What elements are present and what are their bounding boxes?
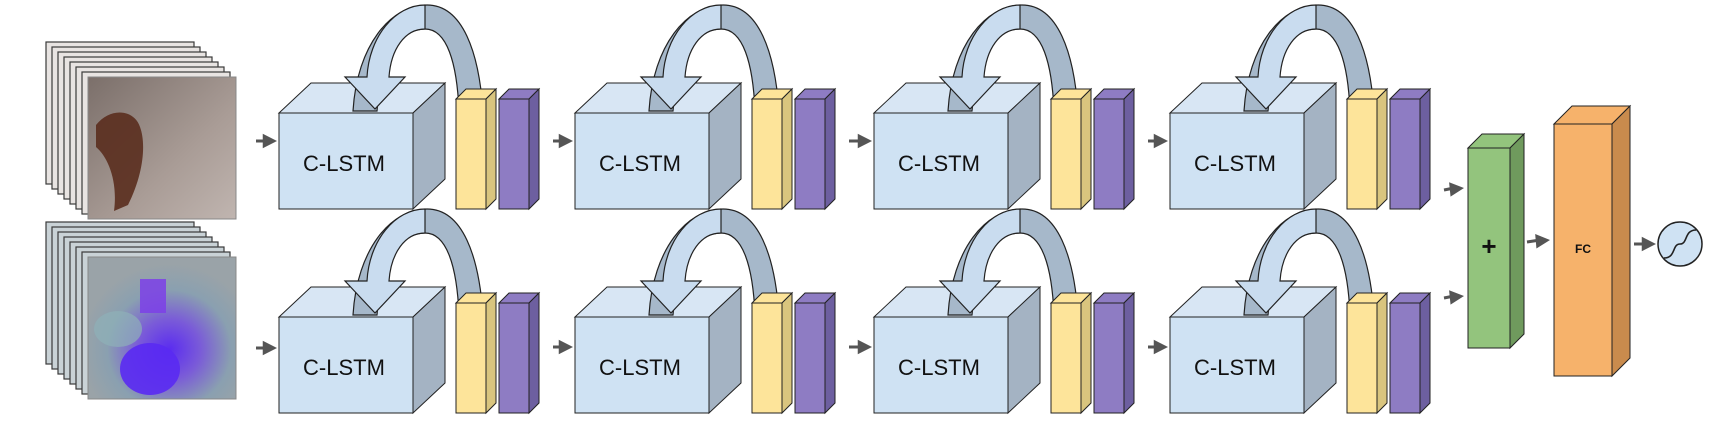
curved-loop-arrow-icon (343, 4, 426, 110)
clstm-cell: C-LSTM (573, 4, 837, 211)
clstm-label: C-LSTM (898, 355, 980, 380)
pool-layer-side (1123, 87, 1135, 211)
norm-layer-front (1050, 98, 1082, 210)
right-arrow-icon (1148, 133, 1168, 149)
norm-layer-front (751, 98, 783, 210)
horse-silhouette (96, 112, 144, 211)
norm-layer-side (1376, 87, 1388, 211)
curved-loop-arrow-icon (1234, 4, 1317, 110)
clstm-cell: C-LSTM (277, 208, 541, 415)
right-arrow-icon (1443, 290, 1464, 305)
clstm-cell-front (574, 316, 710, 414)
norm-layer-side (1376, 291, 1388, 415)
optical-flow-frames-stack (45, 221, 237, 400)
norm-layer-side (781, 87, 793, 211)
pool-layer-front (498, 302, 530, 414)
norm-layer-side (1080, 87, 1092, 211)
curved-loop-arrow-icon (639, 208, 722, 314)
clstm-cell: C-LSTM (872, 4, 1136, 211)
fc-layer-side (1611, 104, 1631, 378)
curved-loop-arrow-icon (938, 208, 1021, 314)
curved-loop-arrow-icon (1234, 208, 1317, 314)
curved-loop-arrow-icon (639, 4, 722, 110)
fusion-block-front (1467, 147, 1511, 349)
pool-layer-front (794, 302, 826, 414)
clstm-cell: C-LSTM (277, 4, 541, 211)
clstm-cell-front (574, 112, 710, 210)
right-arrow-icon (1634, 236, 1656, 252)
norm-layer-front (751, 302, 783, 414)
pool-layer-side (824, 87, 836, 211)
pool-layer-side (824, 291, 836, 415)
rgb-frames-stack (45, 41, 237, 220)
norm-layer-side (485, 291, 497, 415)
pool-layer-side (1123, 291, 1135, 415)
pool-layer-side (528, 291, 540, 415)
pool-layer-front (1093, 98, 1125, 210)
clstm-label: C-LSTM (898, 151, 980, 176)
clstm-cell-front (1169, 112, 1305, 210)
flow-blob (94, 311, 142, 347)
right-arrow-icon (256, 133, 277, 149)
flow-blob (140, 279, 166, 313)
pool-layer-front (1389, 302, 1421, 414)
fc-layer-front (1553, 123, 1613, 377)
clstm-label: C-LSTM (1194, 151, 1276, 176)
norm-layer-side (485, 87, 497, 211)
curved-loop-arrow-icon (343, 208, 426, 314)
right-arrow-icon (1526, 233, 1550, 249)
clstm-cell-front (873, 112, 1009, 210)
norm-layer-front (1346, 302, 1378, 414)
pool-layer-front (1093, 302, 1125, 414)
clstm-cell: C-LSTM (872, 208, 1136, 415)
clstm-label: C-LSTM (303, 151, 385, 176)
norm-layer-side (1080, 291, 1092, 415)
fusion-block-side (1509, 132, 1525, 350)
fusion-label: + (1481, 231, 1496, 261)
clstm-cell-front (1169, 316, 1305, 414)
fc-label: FC (1575, 242, 1591, 256)
clstm-label: C-LSTM (599, 151, 681, 176)
clstm-cell: C-LSTM (573, 208, 837, 415)
clstm-label: C-LSTM (303, 355, 385, 380)
flow-blob (120, 343, 180, 395)
clstm-cell-front (278, 112, 414, 210)
flow-arrows (256, 133, 1656, 356)
fusion-block: + (1466, 132, 1526, 350)
norm-layer-front (455, 302, 487, 414)
right-arrow-icon (256, 340, 277, 356)
curved-loop-arrow-icon (938, 4, 1021, 110)
right-arrow-icon (849, 133, 872, 149)
right-arrow-icon (553, 133, 573, 149)
clstm-cell: C-LSTM (1168, 4, 1432, 211)
clstm-label: C-LSTM (599, 355, 681, 380)
sigmoid-curve (1663, 229, 1697, 259)
pool-layer-front (1389, 98, 1421, 210)
norm-layer-front (1346, 98, 1378, 210)
clstm-cell-front (873, 316, 1009, 414)
clstm-cell-front (278, 316, 414, 414)
norm-layer-front (1050, 302, 1082, 414)
norm-layer-side (781, 291, 793, 415)
right-arrow-icon (849, 339, 872, 355)
sigmoid-icon (1657, 221, 1703, 267)
pool-layer-front (498, 98, 530, 210)
clstm-cell: C-LSTM (1168, 208, 1432, 415)
right-arrow-icon (553, 339, 573, 355)
pool-layer-front (794, 98, 826, 210)
right-arrow-icon (1148, 339, 1168, 355)
fc-layer: FC (1552, 104, 1632, 378)
pool-layer-side (528, 87, 540, 211)
pool-layer-side (1419, 291, 1431, 415)
clstm-label: C-LSTM (1194, 355, 1276, 380)
pool-layer-side (1419, 87, 1431, 211)
norm-layer-front (455, 98, 487, 210)
right-arrow-icon (1443, 182, 1464, 197)
clstm-layers: C-LSTM C-LSTM C-LSTM C-LSTM C-LSTM C-LSTM C-LS… (277, 4, 1432, 415)
